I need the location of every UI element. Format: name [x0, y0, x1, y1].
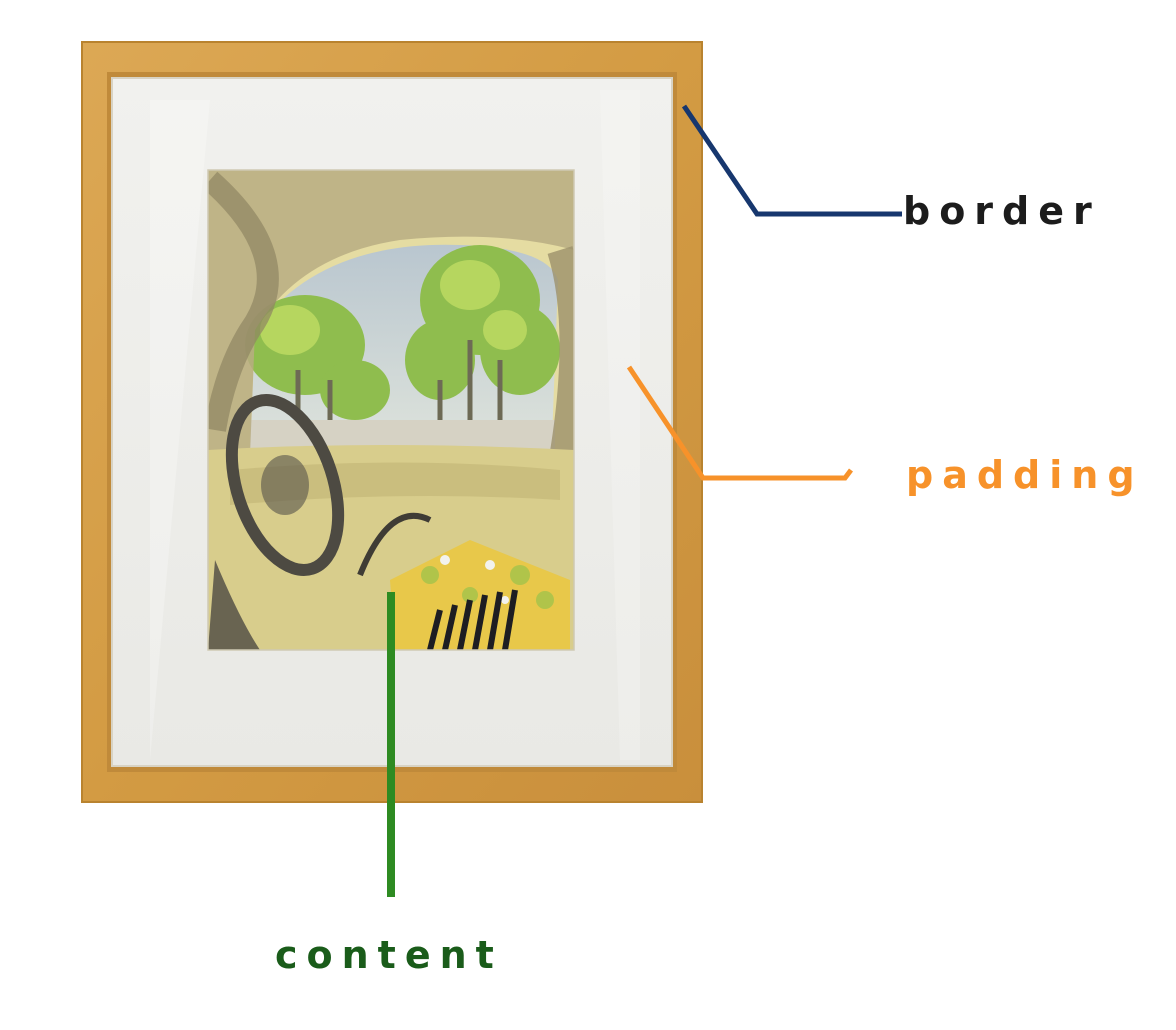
- border-label: border: [903, 189, 1101, 233]
- content-label: content: [275, 933, 503, 977]
- artwork-painting: [208, 170, 574, 650]
- border-callout-line: [681, 104, 902, 217]
- padding-callout-line: [626, 365, 853, 481]
- padding-label: padding: [906, 453, 1144, 497]
